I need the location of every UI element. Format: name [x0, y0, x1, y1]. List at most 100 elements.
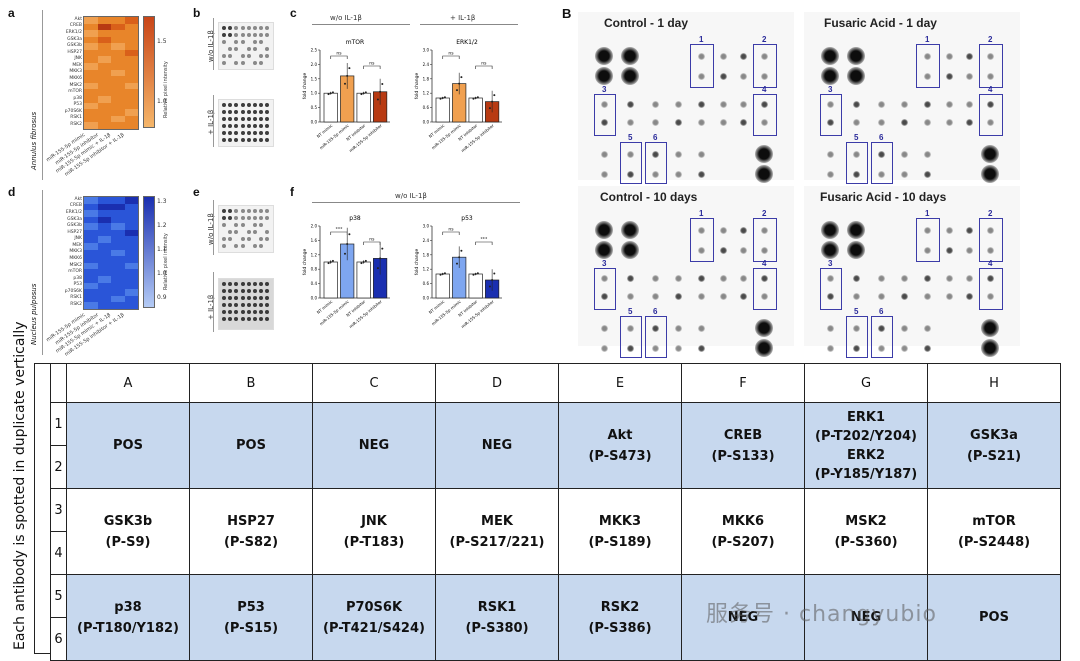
blot-spot: [228, 289, 233, 293]
array-spot: [626, 100, 634, 108]
blot-spot: [259, 117, 264, 121]
blot-spot: [234, 124, 239, 128]
blot-spot: [222, 237, 226, 241]
heatmap-cell: [97, 36, 111, 44]
heatmap-cell: [124, 76, 138, 83]
heatmap-cell: [84, 256, 98, 263]
chart-point: [491, 100, 494, 103]
blot-spot: [253, 230, 257, 234]
chart-point: [491, 279, 494, 281]
antibody-cell-line: GSK3a: [970, 427, 1018, 443]
row-number: 6: [50, 617, 67, 661]
heatmap-cell: [124, 223, 138, 230]
array-spot: [760, 52, 768, 60]
heatmap-cell: [111, 69, 125, 77]
chart-sig-bracket: [363, 241, 381, 245]
blot-spot: [222, 244, 226, 248]
chart-y-label: fold change: [302, 73, 308, 100]
antibody-cell-line: (P-S380): [465, 620, 529, 636]
chart-point: [360, 93, 363, 96]
blot-spot: [253, 296, 257, 300]
chart-sig-bracket: [442, 55, 460, 59]
blot-spot: [253, 33, 257, 37]
array-spot: [852, 100, 860, 108]
heatmap-cell: [84, 216, 98, 224]
heatmap-row-label: MEK: [72, 62, 82, 68]
highlight-box-number: 5: [854, 133, 859, 142]
antibody-cell-line: P53: [237, 599, 265, 615]
antibody-cell-line: (P-S21): [966, 448, 1022, 464]
chart-point: [329, 92, 332, 95]
blot-spot: [265, 110, 270, 114]
heatmap-cell: [97, 30, 111, 37]
heatmap-cell: [111, 243, 125, 250]
blot-spot: [240, 244, 245, 248]
heatmap-row-label: JNK: [74, 56, 82, 62]
panel-f-header-rule: [312, 202, 520, 203]
array-spot: [651, 170, 659, 178]
antibody-cell: P70S6K(P-T421/S424): [312, 574, 436, 661]
chart-y-tick-label: 1.2: [423, 91, 430, 96]
heatmap-row-label: ERK1/2: [65, 209, 82, 215]
array-spot: [697, 52, 705, 60]
array-spot: [826, 344, 834, 352]
blot-spot: [222, 131, 226, 135]
heatmap-cell: [97, 69, 111, 77]
blot-spot: [222, 289, 226, 293]
chart-y-tick-label: 0.0: [423, 296, 430, 301]
array-spot: [600, 324, 608, 332]
array-spot: [626, 292, 634, 300]
array-spot: [923, 246, 931, 254]
blot-spot: [234, 138, 239, 142]
heatmap-cell: [111, 82, 125, 90]
blot-spot: [234, 26, 239, 30]
chart-point: [346, 74, 349, 77]
antibody-cell: MSK2(P-S360): [804, 488, 928, 575]
pos-control-spot: [981, 165, 999, 183]
heatmap-cell: [97, 229, 111, 237]
heatmap-cell: [111, 249, 125, 257]
chart-y-tick-label: 2.4: [423, 62, 430, 67]
heatmap-a-colorbar-label: Relative pixel intensity: [163, 61, 169, 118]
antibody-cell-line: NEG: [727, 610, 759, 625]
blot-spot: [265, 230, 270, 234]
heatmap-a-colorbar: [143, 16, 155, 128]
highlight-box-number: 6: [879, 307, 884, 316]
array-spot: [697, 274, 705, 282]
antibody-cell: p38(P-T180/Y182): [66, 574, 190, 661]
array-spot: [697, 246, 705, 254]
blot-spot: [234, 230, 239, 234]
array-spot: [877, 274, 885, 282]
chart-title: p38: [349, 215, 361, 222]
array-spot: [923, 72, 931, 80]
array-spot: [852, 324, 860, 332]
array-spot: [923, 292, 931, 300]
chart-x-tick-label: miR-155-5p mimic: [430, 123, 461, 150]
chart-sig-bracket: [475, 241, 493, 245]
heatmap-row-label: Akt: [74, 196, 82, 202]
antibody-cell: MEK(P-S217/221): [435, 488, 559, 575]
chart-point: [362, 92, 365, 95]
heatmap-cell: [84, 82, 98, 90]
highlight-box: [846, 142, 868, 184]
array-spot: [651, 274, 659, 282]
array-spot: [697, 72, 705, 80]
antibody-cell-line: (P-S15): [223, 620, 279, 636]
heatmap-cell: [84, 236, 98, 244]
array-spot: [900, 292, 908, 300]
chart-point: [488, 285, 491, 288]
chart-bar: [468, 97, 483, 123]
array-spot: [760, 292, 768, 300]
heatmap-cell: [124, 243, 138, 250]
heatmap-row-label: mTOR: [68, 89, 82, 95]
array-spot: [626, 118, 634, 126]
chart-y-tick-label: 1.2: [423, 267, 430, 272]
blot-spot: [228, 131, 233, 135]
highlight-box: [979, 44, 1003, 88]
antibody-cell-line: (P-S360): [834, 534, 898, 550]
blot-spot: [259, 103, 264, 107]
heatmap-cell: [97, 102, 111, 110]
blot-spot: [265, 33, 270, 37]
array-spot: [626, 150, 634, 158]
